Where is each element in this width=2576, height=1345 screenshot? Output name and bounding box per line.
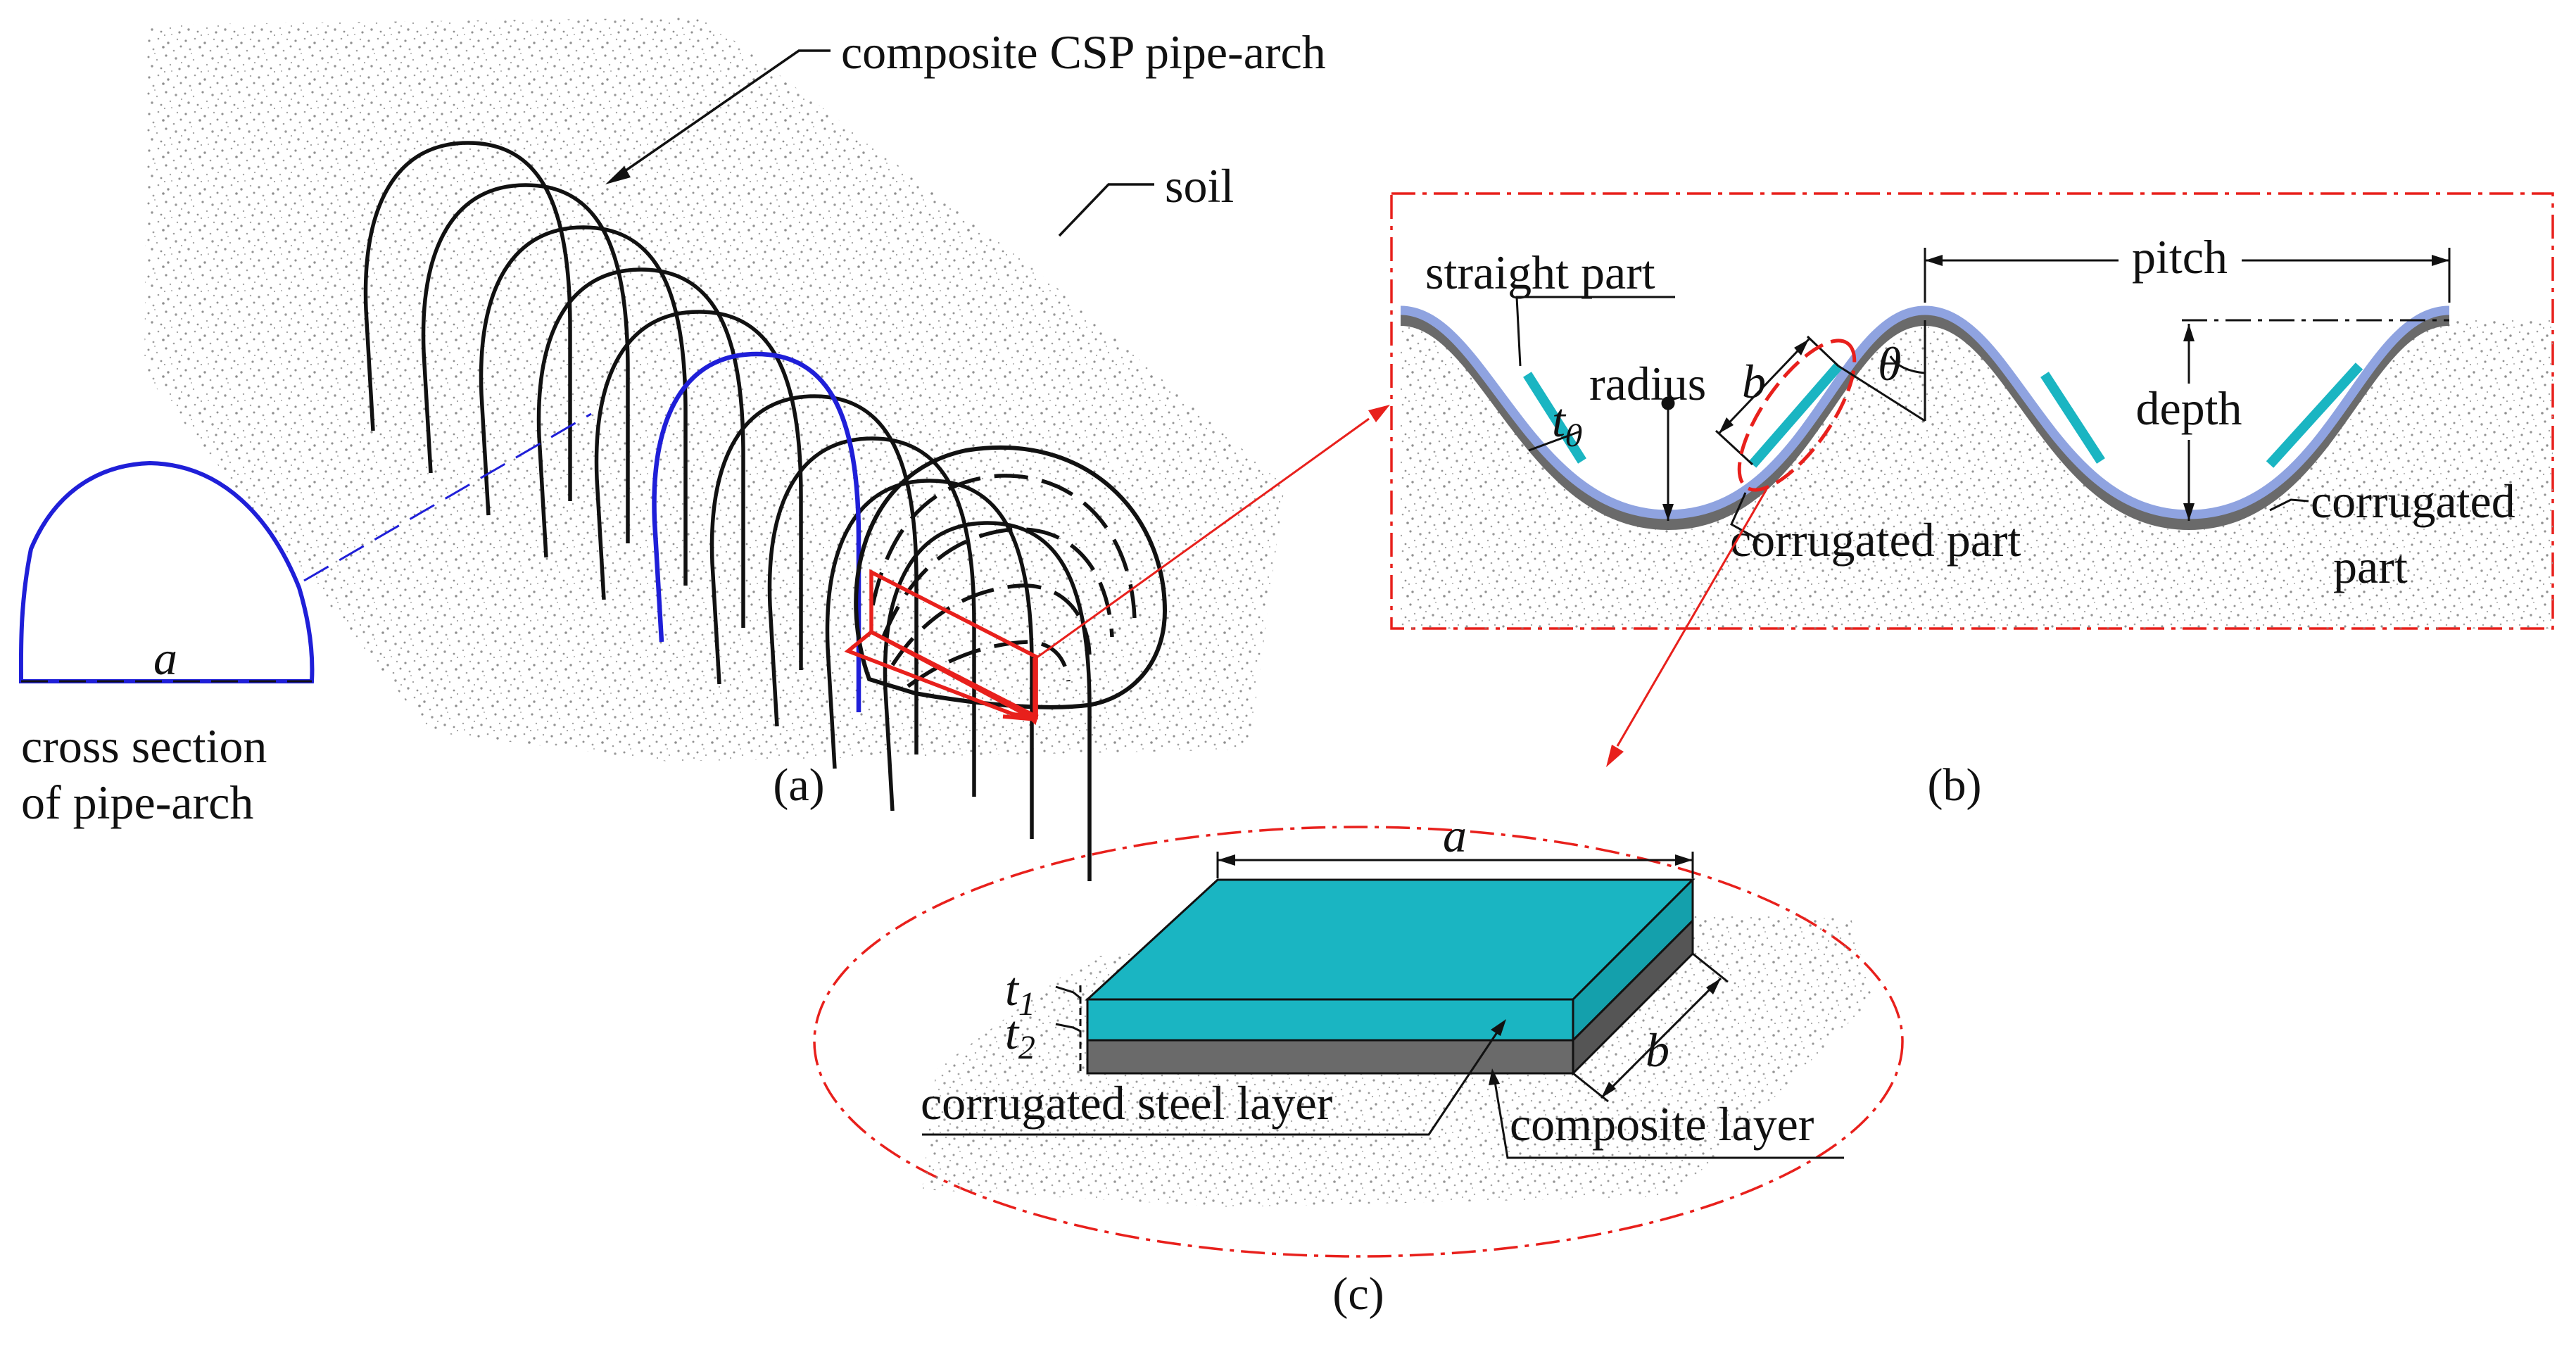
detail-c-ellipse-marker	[1737, 339, 1857, 492]
b-dimension-panel-c	[1572, 952, 1729, 1103]
soil-label: soil	[1165, 159, 1234, 213]
t0-symbol: t0	[1552, 393, 1582, 454]
panel-a-caption: (a)	[773, 759, 824, 811]
straight-part-label: straight part	[1425, 246, 1655, 299]
radius-marker	[1661, 396, 1675, 521]
steel-layer-leader	[922, 1023, 1504, 1136]
corrugated-part-label-center: corrugated part	[1730, 513, 2021, 567]
section-leader-dashed	[303, 412, 592, 582]
soil-region-a	[144, 18, 1284, 762]
composite-layer-arrow	[1489, 1068, 1500, 1085]
radius-label: radius	[1589, 357, 1706, 410]
corrugated-right-leader	[2269, 498, 2309, 512]
composite-layer-label: composite layer	[1510, 1097, 1814, 1151]
a-symbol-panel-c: a	[1443, 809, 1467, 862]
cross-section-label-line1: cross section	[21, 719, 267, 773]
detail-c-arrow	[1606, 745, 1624, 767]
a-dimension	[1216, 852, 1694, 878]
panel-a: a cross section of pipe-arch composite C…	[18, 18, 1390, 881]
corrugated-part-label-right-2: part	[2333, 540, 2408, 593]
panel-b-caption: (b)	[1928, 759, 1982, 811]
b-symbol-panel-b: b	[1742, 355, 1766, 408]
b-dimension	[1715, 335, 1840, 466]
corrugation-arc-layer	[1400, 305, 2450, 519]
pipe-arch-label: composite CSP pipe-arch	[841, 25, 1326, 79]
detail-c-connector	[1616, 488, 1768, 747]
straight-composite-segments	[1523, 362, 2363, 468]
depth-label: depth	[2135, 381, 2242, 435]
corrugated-steel-layer-label: corrugated steel layer	[921, 1076, 1333, 1130]
t2-symbol: t2	[1005, 1006, 1035, 1066]
pipe-label-arrow	[605, 166, 631, 184]
detail-c-frame	[813, 826, 1904, 1258]
theta-marker	[1838, 320, 1926, 422]
straight-part-leader	[1515, 296, 1675, 367]
pitch-dimension	[1924, 248, 2451, 303]
pipe-end-face	[854, 445, 1168, 709]
laminate-block	[1085, 877, 1696, 1076]
theta-symbol: θ	[1878, 337, 1901, 391]
depth-dimension	[2182, 319, 2449, 521]
pitch-label: pitch	[2132, 230, 2228, 284]
corrugated-part-label-right-1: corrugated	[2311, 474, 2515, 528]
soil-region-b	[1401, 320, 2553, 629]
highlighted-ring	[652, 351, 861, 712]
detail-b-arrow	[1368, 405, 1390, 422]
t0-leader	[1528, 430, 1581, 452]
t1-symbol: t1	[1005, 962, 1035, 1023]
pipe-arch-rings	[363, 141, 1092, 881]
span-symbol-a: a	[153, 631, 177, 685]
b-symbol-panel-c: b	[1646, 1023, 1669, 1077]
corrugated-center-leader	[1730, 492, 1764, 543]
thickness-dimension	[1055, 985, 1082, 1073]
steel-front-face	[1086, 1039, 1574, 1075]
cross-section-label-line2: of pipe-arch	[21, 776, 253, 829]
cross-section-shape	[18, 460, 315, 683]
panel-c: a b t1 t2 corrugated steel layer composi…	[813, 809, 1904, 1320]
composite-layer-leader	[1492, 1073, 1844, 1159]
panel-c-caption: (c)	[1332, 1268, 1384, 1320]
steel-layer-arrow	[1491, 1019, 1506, 1036]
detail-b-connector	[1035, 417, 1370, 659]
cut-plane-front-edge	[870, 630, 1036, 721]
soil-label-leader	[1058, 183, 1154, 237]
panel-b: pitch depth radius straight part t0	[1390, 192, 2554, 811]
pipe-label-leader	[615, 49, 831, 179]
